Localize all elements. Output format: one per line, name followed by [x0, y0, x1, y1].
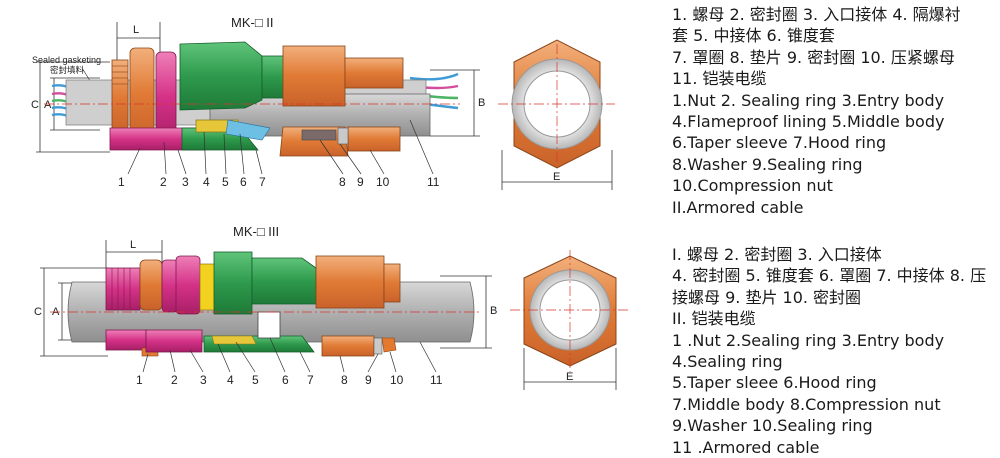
- legend-bottom-en-6: 11 .Armored cable: [672, 437, 820, 457]
- legend-top-cn-3: 7. 罩圈 8. 垫片 9. 密封圈 10. 压紧螺母: [672, 47, 955, 67]
- legend-bottom-cn-1: I. 螺母 2. 密封圈 3. 入口接体: [672, 245, 882, 264]
- callout-4: 4: [203, 175, 210, 189]
- middle-body-part-7-bottom: [251, 257, 317, 305]
- entry-body-lower-bottom: [145, 329, 203, 353]
- dim-a-label: A: [44, 99, 52, 111]
- washer-part-9-bottom: [373, 337, 383, 355]
- dim-e-label-bottom: E: [566, 371, 573, 383]
- gasket-label-cn: 密封填料: [50, 65, 85, 75]
- callout-2: 2: [160, 175, 167, 189]
- figure-top-title: MK-□ II: [231, 15, 274, 30]
- legend-bottom-en-5: 9.Washer 10.Sealing ring: [672, 416, 873, 436]
- insert-bottom: [257, 311, 281, 339]
- callout-9: 9: [357, 175, 364, 189]
- taper-sleeve-part-6-top: [225, 119, 271, 141]
- callout-6: 6: [240, 175, 247, 189]
- callout-b1: 1: [136, 373, 143, 387]
- legend-bottom-cn-2: 4. 密封圈 5. 锥度套 6. 罩圈 7. 中接体 8. 压: [672, 266, 987, 286]
- compression-nut-part-8-bottom: [315, 255, 401, 357]
- callout-7: 7: [259, 175, 266, 189]
- legend-top-cn-4: 11. 铠装电缆: [672, 69, 767, 89]
- callout-10: 10: [376, 175, 390, 189]
- callout-b8: 8: [341, 373, 348, 387]
- callout-b2: 2: [171, 373, 178, 387]
- callout-b11: 11: [430, 373, 443, 387]
- legend-top-cn-1: 1. 螺母 2. 密封圈 3. 入口接体 4. 隔爆衬: [672, 5, 961, 24]
- legend-bottom-en-1: 1 .Nut 2.Sealing ring 3.Entry body: [672, 330, 945, 350]
- sealing-ring-part-10-bottom: [381, 337, 397, 353]
- figure-bottom-title: MK-□ III: [233, 224, 279, 239]
- sealing-ring-part-9-top: [337, 127, 349, 145]
- legend-top-en-6: II.Armored cable: [672, 197, 804, 217]
- entry-body-part-3-bottom: [175, 255, 201, 315]
- dim-l-label: L: [133, 24, 139, 36]
- callout-8: 8: [339, 175, 346, 189]
- callout-1: 1: [118, 175, 125, 189]
- figure-bottom: MK-□ III L C A: [34, 224, 630, 390]
- callout-b5: 5: [252, 373, 259, 387]
- legend-top-en-5: 10.Compression nut: [672, 176, 833, 196]
- hex-end-view-top: [498, 39, 615, 190]
- callout-b7: 7: [307, 373, 314, 387]
- dim-b-top: [430, 69, 480, 137]
- dim-b-label-bottom: B: [490, 305, 497, 317]
- legend-bottom-en-4: 7.Middle body 8.Compression nut: [672, 394, 941, 414]
- legend-bottom-cn-3: 接螺母 9. 垫片 10. 密封圈: [672, 287, 862, 307]
- dim-l-label-bottom: L: [130, 239, 136, 251]
- callout-5: 5: [222, 175, 229, 189]
- hood-ring-part-6-bottom: [213, 251, 253, 315]
- legend-bottom-cn-4: II. 铠装电缆: [672, 309, 756, 329]
- legend-bottom: I. 螺母 2. 密封圈 3. 入口接体 4. 密封圈 5. 锥度套 6. 罩圈…: [672, 244, 994, 458]
- middle-body-part-5-top: [179, 41, 263, 111]
- callout-b10: 10: [390, 373, 404, 387]
- dim-c-label-bottom: C: [34, 306, 42, 318]
- green-neck-top: [261, 55, 285, 99]
- dim-c-label: C: [31, 99, 39, 111]
- hex-end-view-bottom: [510, 250, 630, 390]
- dim-e-label-top: E: [553, 171, 560, 183]
- legend-bottom-en-2: 4.Sealing ring: [672, 352, 783, 372]
- dim-b-bottom: [440, 275, 492, 349]
- legend-top-en-2: 4.Flameproof lining 5.Middle body: [672, 112, 945, 132]
- legend-top-en-3: 6.Taper sleeve 7.Hood ring: [672, 133, 887, 153]
- callout-3: 3: [182, 175, 189, 189]
- callout-b9: 9: [365, 373, 372, 387]
- callout-leaders-top: [127, 119, 434, 175]
- callouts-top: 1 2 3 4 5 6 7 8 9 10 11: [118, 175, 440, 189]
- gasket-label: Sealed gasketing: [32, 55, 101, 65]
- figure-top: MK-□ II L C A Sealed gasketing 密封填料: [31, 15, 615, 190]
- legend-top-cn-2: 套 5. 中接体 6. 锥度套: [672, 26, 835, 46]
- taper-sleeve-part-5-bottom: [211, 335, 257, 345]
- dim-b-label: B: [478, 97, 485, 109]
- callouts-bottom: 1 2 3 4 5 6 7 8 9 10 11: [136, 373, 443, 387]
- washer-part-8-top: [301, 129, 337, 141]
- legend-top-en-1: 1.Nut 2. Sealing ring 3.Entry body: [672, 90, 945, 110]
- callout-b3: 3: [200, 373, 207, 387]
- callout-leaders-bottom: [142, 337, 437, 373]
- legend-top: 1. 螺母 2. 密封圈 3. 入口接体 4. 隔爆衬 套 5. 中接体 6. …: [672, 4, 994, 218]
- callout-b4: 4: [227, 373, 234, 387]
- legend-bottom-en-3: 5.Taper sleee 6.Hood ring: [672, 373, 877, 393]
- legend-top-en-4: 8.Washer 9.Sealing ring: [672, 154, 863, 174]
- callout-11: 11: [427, 175, 440, 189]
- callout-b6: 6: [282, 373, 289, 387]
